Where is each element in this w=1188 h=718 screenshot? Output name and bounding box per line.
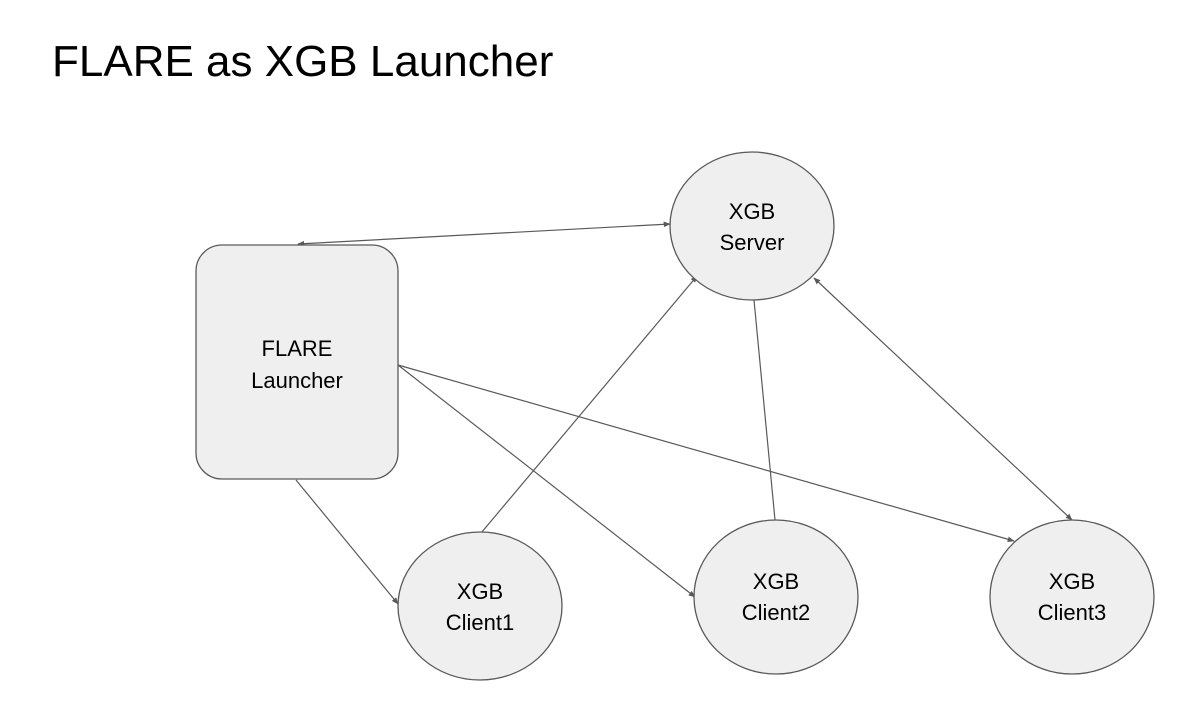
edges-layer bbox=[295, 221, 1073, 605]
node-flare-launcher: FLARE Launcher bbox=[195, 244, 399, 480]
client2-label-line1: XGB bbox=[753, 569, 799, 594]
node-xgb-client3: XGB Client3 bbox=[989, 519, 1155, 675]
server-label-line2: Server bbox=[720, 230, 785, 255]
edge-launcher-client1 bbox=[295, 479, 399, 605]
client1-label-line1: XGB bbox=[457, 579, 503, 604]
slide-title: FLARE as XGB Launcher bbox=[52, 37, 554, 86]
node-xgb-server: XGB Server bbox=[669, 151, 835, 301]
edge-server-client2 bbox=[753, 299, 776, 521]
server-label-line1: XGB bbox=[729, 199, 775, 224]
launcher-box bbox=[195, 244, 399, 480]
client1-ellipse bbox=[397, 531, 563, 681]
edge-server-client3 bbox=[813, 277, 1073, 521]
client3-label-line1: XGB bbox=[1049, 569, 1095, 594]
server-ellipse bbox=[669, 151, 835, 301]
launcher-label-line2: Launcher bbox=[251, 368, 343, 393]
edge-server-client1 bbox=[475, 275, 698, 540]
edge-launcher-server bbox=[297, 221, 671, 247]
node-xgb-client1: XGB Client1 bbox=[397, 531, 563, 681]
client3-label-line2: Client3 bbox=[1038, 600, 1106, 625]
client3-ellipse bbox=[989, 519, 1155, 675]
client2-ellipse bbox=[693, 519, 859, 675]
edge-launcher-client3 bbox=[397, 364, 1015, 542]
launcher-label-line1: FLARE bbox=[262, 336, 333, 361]
client2-label-line2: Client2 bbox=[742, 600, 810, 625]
node-xgb-client2: XGB Client2 bbox=[693, 519, 859, 675]
client1-label-line2: Client1 bbox=[446, 610, 514, 635]
